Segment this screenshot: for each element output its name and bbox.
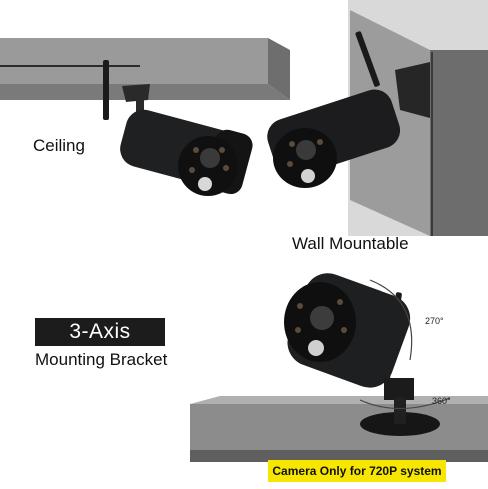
wall-camera	[267, 31, 430, 188]
ceiling-caption: Ceiling	[33, 136, 85, 155]
ceiling-camera	[103, 60, 253, 196]
vertical-angle-label: 270°	[425, 316, 444, 326]
camera-only-badge: Camera Only for 720P system	[268, 460, 446, 482]
horizontal-angle-label: 360°	[432, 396, 451, 406]
wall-caption: Wall Mountable	[292, 234, 409, 253]
rotation-arcs	[359, 279, 451, 410]
axis-title-label: 3-Axis	[35, 318, 165, 346]
ceiling-slab	[0, 38, 290, 100]
axis-subtitle-caption: Mounting Bracket	[35, 350, 168, 369]
floor-camera	[284, 273, 440, 436]
